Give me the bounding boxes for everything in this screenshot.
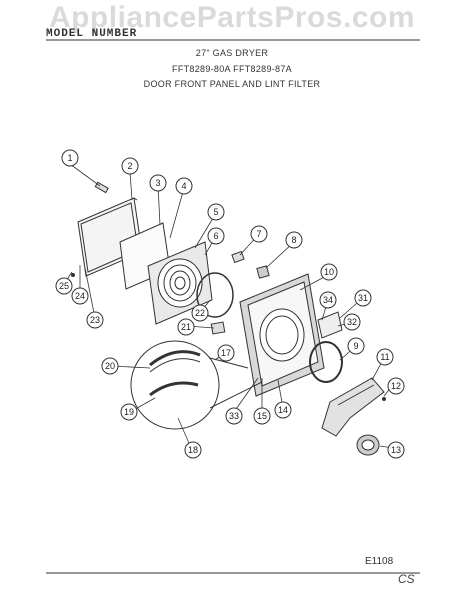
callout-label: 13: [391, 445, 401, 455]
callout-1: 1: [61, 149, 79, 167]
callout-11: 11: [376, 348, 394, 366]
callout-label: 6: [213, 231, 218, 241]
callout-label: 7: [256, 229, 261, 239]
callout-label: 14: [278, 405, 288, 415]
callout-22: 22: [191, 304, 209, 322]
callout-14: 14: [274, 401, 292, 419]
callout-34: 34: [319, 291, 337, 309]
callout-label: 2: [127, 161, 132, 171]
model-numbers: FFT8289-80A FFT8289-87A: [172, 64, 292, 74]
callout-33: 33: [225, 407, 243, 425]
watermark: AppliancePartsPros.com: [48, 1, 416, 34]
callout-4: 4: [175, 177, 193, 195]
callout-label: 22: [195, 308, 205, 318]
callout-15: 15: [253, 407, 271, 425]
callout-label: 20: [105, 361, 115, 371]
callout-label: 23: [90, 315, 100, 325]
callout-21: 21: [177, 318, 195, 336]
callout-label: 8: [291, 235, 296, 245]
callout-31: 31: [354, 289, 372, 307]
callout-17: 17: [217, 344, 235, 362]
callout-5: 5: [207, 203, 225, 221]
callout-label: 18: [188, 445, 198, 455]
callout-label: 12: [391, 381, 401, 391]
callout-label: 3: [155, 178, 160, 188]
model-number-label: MODEL NUMBER: [46, 28, 138, 40]
callout-label: 1: [67, 153, 72, 163]
callout-label: 31: [358, 293, 368, 303]
callout-label: 9: [353, 341, 358, 351]
callout-label: 19: [124, 407, 134, 417]
callout-13: 13: [387, 441, 405, 459]
callout-label: 11: [380, 352, 389, 362]
callout-18: 18: [184, 441, 202, 459]
diagram-title: 27" GAS DRYER: [195, 48, 269, 58]
callout-label: 33: [229, 411, 239, 421]
callout-23: 23: [86, 311, 104, 329]
door-seal-ring: [196, 272, 234, 318]
callout-label: 17: [221, 348, 231, 358]
door-catch: [231, 250, 245, 264]
detail-magnifier: [130, 340, 263, 430]
callout-label: 34: [323, 295, 333, 305]
lint-duct: [321, 377, 385, 437]
callout-2: 2: [121, 157, 139, 175]
callout-8: 8: [285, 231, 303, 249]
callout-label: 21: [181, 322, 191, 332]
diagram-code: E1108: [365, 556, 394, 567]
callout-label: 25: [59, 281, 69, 291]
callout-19: 19: [120, 403, 138, 421]
door-inner-panel: [147, 241, 213, 325]
filter-housing: [317, 311, 343, 339]
section-title: DOOR FRONT PANEL AND LINT FILTER: [143, 79, 321, 89]
callout-3: 3: [149, 174, 167, 192]
callout-9: 9: [347, 337, 365, 355]
callout-label: 5: [213, 207, 218, 217]
callout-label: 4: [181, 181, 186, 191]
panel-seal: [309, 341, 343, 383]
door-strike: [256, 265, 270, 279]
callout-label: 24: [75, 291, 85, 301]
corner-mark: CS: [398, 572, 415, 586]
screws: [71, 273, 386, 401]
callout-label: 10: [324, 267, 334, 277]
callout-25: 25: [55, 277, 73, 295]
callout-32: 32: [343, 313, 361, 331]
callout-7: 7: [250, 225, 268, 243]
callout-label: 15: [257, 411, 267, 421]
callout-6: 6: [207, 227, 225, 245]
callout-20: 20: [101, 357, 119, 375]
callout-24: 24: [71, 287, 89, 305]
front-panel: [239, 273, 325, 397]
callout-12: 12: [387, 377, 405, 395]
callout-10: 10: [320, 263, 338, 281]
grommet: [356, 434, 380, 456]
callout-label: 32: [347, 317, 357, 327]
hinge-block: [210, 321, 226, 335]
